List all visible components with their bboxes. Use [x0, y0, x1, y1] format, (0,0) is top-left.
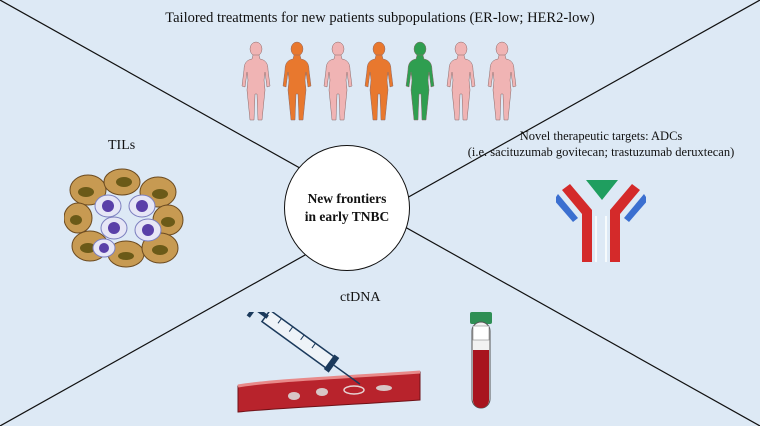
antibody-drug-conjugate-icon [556, 180, 646, 262]
ctdna-label: ctDNA [340, 290, 381, 305]
adc-label: Novel therapeutic targets: ADCs (i.e. sa… [446, 128, 756, 160]
adc-label-line2: (i.e. sacituzumab govitecan; trastuzumab… [467, 145, 735, 159]
woman-silhouette-icon [241, 41, 271, 121]
woman-silhouette-icon [282, 41, 312, 121]
woman-silhouette-icon [364, 41, 394, 121]
patient-figures-row [241, 41, 517, 121]
tils-label: TILs [108, 138, 136, 153]
woman-silhouette-icon [446, 41, 476, 121]
center-circle: New frontiers in early TNBC [284, 145, 410, 271]
top-section-title: Tailored treatments for new patients sub… [165, 10, 595, 26]
woman-silhouette-icon [487, 41, 517, 121]
syringe-blood-draw-icon [237, 312, 421, 413]
woman-silhouette-icon [323, 41, 353, 121]
center-line1: New frontiers [307, 191, 387, 206]
woman-silhouette-icon [405, 41, 435, 121]
tils-cells-icon [64, 168, 184, 268]
center-line2: in early TNBC [304, 209, 390, 224]
blood-tube-icon [470, 312, 492, 409]
adc-label-line1: Novel therapeutic targets: ADCs [519, 129, 683, 143]
